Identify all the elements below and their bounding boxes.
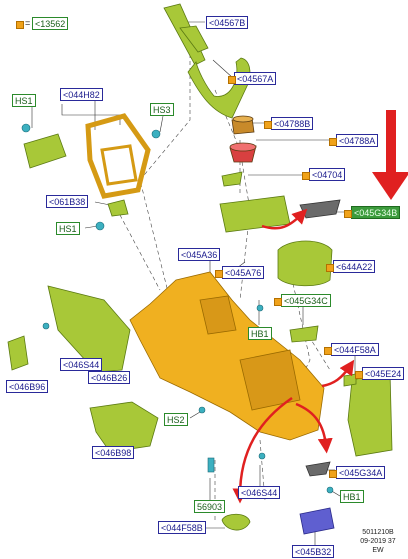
callout-label[interactable]: <046S44 — [60, 358, 103, 371]
callout-label[interactable]: <046S44 — [238, 486, 281, 499]
callout-label[interactable]: <04567A — [234, 72, 277, 85]
callout-label[interactable]: <04788A — [336, 134, 379, 147]
callout-label-highlighted[interactable]: <045G34B — [351, 206, 401, 219]
callout-label[interactable]: <044F58A — [331, 343, 379, 356]
callout-label[interactable]: <044F58B — [158, 521, 206, 534]
callout-label[interactable]: <045B32 — [292, 545, 335, 558]
lower-parts — [299, 461, 335, 535]
marker-icon — [329, 138, 337, 146]
bezel-and-frame — [23, 113, 151, 199]
marker-icon — [264, 121, 272, 129]
legend-marker-icon — [16, 21, 24, 29]
callout-label[interactable]: <046B26 — [88, 371, 131, 384]
callout-label[interactable]: <045G34C — [281, 294, 331, 307]
callout-label[interactable]: HS3 — [150, 103, 174, 116]
callout-label[interactable]: <046B98 — [92, 446, 135, 459]
red-arrows — [232, 208, 355, 504]
callout-label[interactable]: HS1 — [12, 94, 36, 107]
armrest-lid — [277, 240, 333, 287]
callout-label[interactable]: <046B96 — [6, 380, 49, 393]
callout-label[interactable]: <044H82 — [60, 88, 103, 101]
callout-label[interactable]: HS2 — [164, 413, 188, 426]
upper-trim-pieces — [163, 3, 251, 119]
marker-icon — [329, 470, 337, 478]
fasteners — [21, 123, 334, 494]
callout-label[interactable]: <644A22 — [333, 260, 376, 273]
cup-holder — [229, 115, 257, 163]
footer-line-1: 5011210B — [362, 529, 394, 536]
callout-label[interactable]: 56903 — [194, 500, 226, 513]
callout-label[interactable]: <045E24 — [362, 367, 405, 380]
marker-icon — [274, 298, 282, 306]
big-red-down-arrow — [372, 110, 408, 200]
footer-line-2: 09-2019 37 — [360, 538, 396, 545]
footer-line-3: EW — [372, 547, 384, 554]
marker-icon — [355, 371, 363, 379]
callout-label[interactable]: <045G34A — [336, 466, 386, 479]
callout-label[interactable]: <045A76 — [222, 266, 265, 279]
marker-icon — [326, 264, 334, 272]
legend-code[interactable]: <13562 — [32, 17, 69, 30]
side-panels — [7, 285, 393, 531]
marker-icon — [228, 76, 236, 84]
marker-icon — [324, 347, 332, 355]
callout-label[interactable]: <04567B — [206, 16, 249, 29]
marker-icon — [215, 270, 223, 278]
callout-label[interactable]: <04788B — [271, 117, 314, 130]
callout-label[interactable]: HS1 — [56, 222, 80, 235]
callout-label[interactable]: HB1 — [340, 490, 364, 503]
callout-label[interactable]: <061B38 — [46, 195, 89, 208]
callout-label[interactable]: <045A36 — [178, 248, 221, 261]
callout-label[interactable]: <04704 — [309, 168, 346, 181]
callout-label[interactable]: HB1 — [248, 327, 272, 340]
marker-icon — [302, 172, 310, 180]
main-console-structure — [129, 271, 325, 441]
diagram-footer: 5011210B 09-2019 37 EW — [352, 528, 404, 555]
legend-equals: = — [25, 18, 31, 28]
marker-icon — [344, 210, 352, 218]
